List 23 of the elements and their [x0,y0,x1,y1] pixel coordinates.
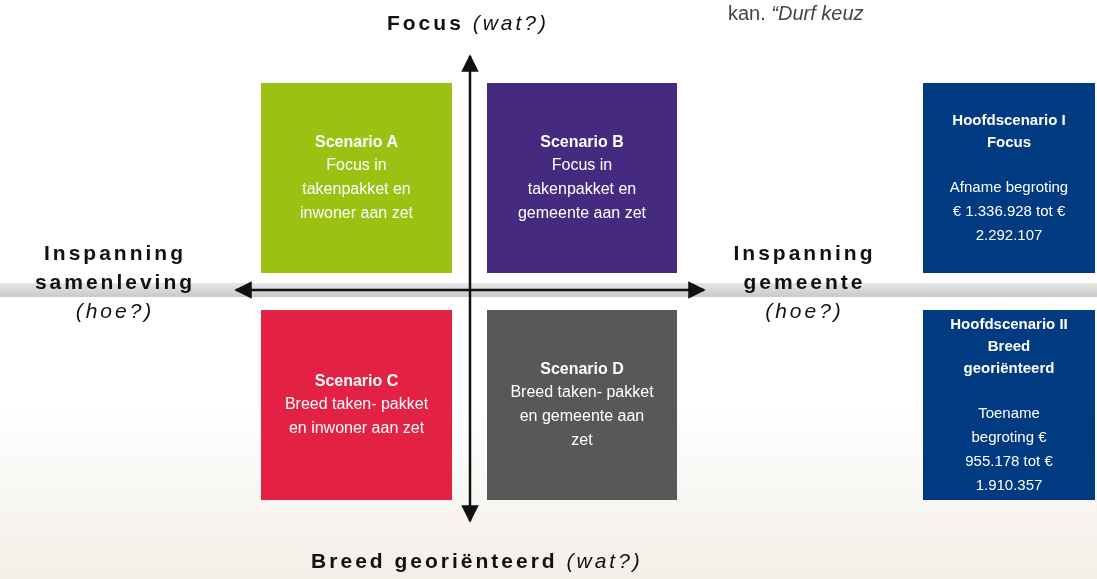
axis-label: Focus (wat?) [385,10,550,36]
axis-label: Breed georiënteerd (wat?) [310,548,644,574]
scenario-box [487,310,677,500]
scenario-title: Scenario D [540,359,624,379]
scenario-box [923,83,1095,273]
scenario-box [261,83,452,273]
scenario-box [487,83,677,273]
scenario-box [261,310,452,500]
scenario-title: Scenario A [315,132,398,152]
axis-label: Inspanning gemeente (hoe?) [732,240,877,324]
scenario-description: Breed taken- pakket en inwoner aan zet [283,394,430,438]
scenario-description: Breed taken- pakket en gemeente aan zet [509,382,655,450]
scenario-description: Focus in takenpakket en inwoner aan zet [299,155,414,223]
axis-label: Inspanning samenleving (hoe?) [33,240,197,324]
scenario-description: Afname begroting € 1.336.928 tot € 2.292.107 [948,177,1070,245]
scenario-title: Hoofdscenario I Focus [951,110,1067,152]
scenario-title: Scenario B [540,132,624,152]
scenario-box [923,310,1095,500]
scenario-description: Toename begroting € 955.178 tot € 1.910.357 [964,403,1054,495]
scenario-description: Focus in takenpakket en gemeente aan zet [516,155,648,223]
scenario-title: Hoofdscenario II Breed georiënteerd [949,314,1069,378]
scenario-title: Scenario C [314,371,399,391]
body-text: kan. “Durf keuz [728,2,864,25]
